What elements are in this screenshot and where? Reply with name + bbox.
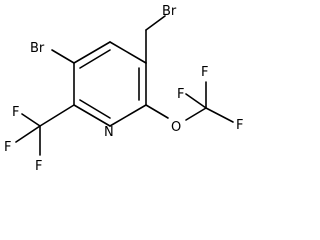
pyridine-ring <box>73 41 147 127</box>
structure-diagram: Br Br N O F F F F F F <box>4 4 243 174</box>
bond-ocf3-f-right <box>205 107 234 123</box>
atom-f-ocf3-left: F <box>177 87 184 102</box>
bond-n1-c2-inner <box>79 99 111 119</box>
bond-cf3-f-top <box>21 113 41 127</box>
bond-o-cf3 <box>185 107 207 121</box>
atom-br-methyl: Br <box>162 4 177 19</box>
bond-n1-c2 <box>73 104 111 127</box>
bond-c3-c4 <box>73 41 111 64</box>
bond-c4-c5 <box>109 41 147 64</box>
atom-f-cf3-bottom: F <box>35 159 42 174</box>
atom-f-ocf3-top: F <box>201 65 208 80</box>
atom-n-ring: N <box>104 125 114 140</box>
bond-c6-o <box>145 104 169 119</box>
bond-cf3-f-left <box>15 125 41 143</box>
bond-c3-c4-inner <box>79 49 111 69</box>
bond-c6-n1 <box>109 104 147 127</box>
bond-c3-br <box>51 49 75 64</box>
atom-o-ether: O <box>171 120 181 135</box>
atom-br-ring: Br <box>30 41 45 56</box>
bond-ocf3-f-left <box>185 93 207 109</box>
bond-c2-cf3 <box>39 104 75 127</box>
atom-f-cf3-left: F <box>4 140 11 155</box>
bond-ch2-br <box>145 15 166 31</box>
atom-f-cf3-top: F <box>12 105 19 120</box>
atom-f-ocf3-right: F <box>236 118 243 133</box>
